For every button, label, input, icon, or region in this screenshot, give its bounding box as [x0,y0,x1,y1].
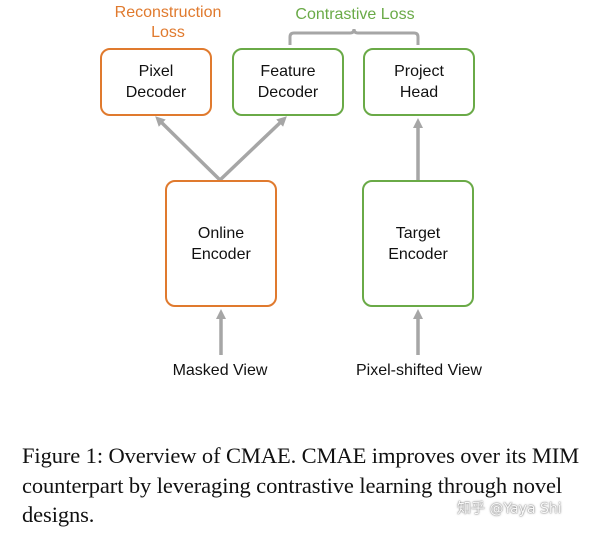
zhihu-watermark: 知乎 @Yaya Shi [457,501,562,517]
pixel-shifted-view-label: Pixel-shifted View [356,362,482,379]
arrow-to-pixel-decoder [155,116,222,182]
reconstruction-loss-label: Reconstruction Loss [114,4,222,41]
project-head-box: Project Head [363,48,475,116]
contrastive-loss-brace [288,28,420,45]
feature-decoder-box: Feature Decoder [232,48,344,116]
arrow-to-feature-decoder [218,116,287,182]
contrastive-loss-label: Contrastive Loss [295,6,415,23]
figure-caption: Figure 1: Overview of CMAE. CMAE improve… [22,443,580,527]
target-encoder-box: Target Encoder [362,180,474,307]
connector-arrows [155,28,423,355]
masked-view-label: Masked View [172,362,268,379]
online-encoder-box: Online Encoder [165,180,277,307]
pixel-decoder-box: Pixel Decoder [100,48,212,116]
